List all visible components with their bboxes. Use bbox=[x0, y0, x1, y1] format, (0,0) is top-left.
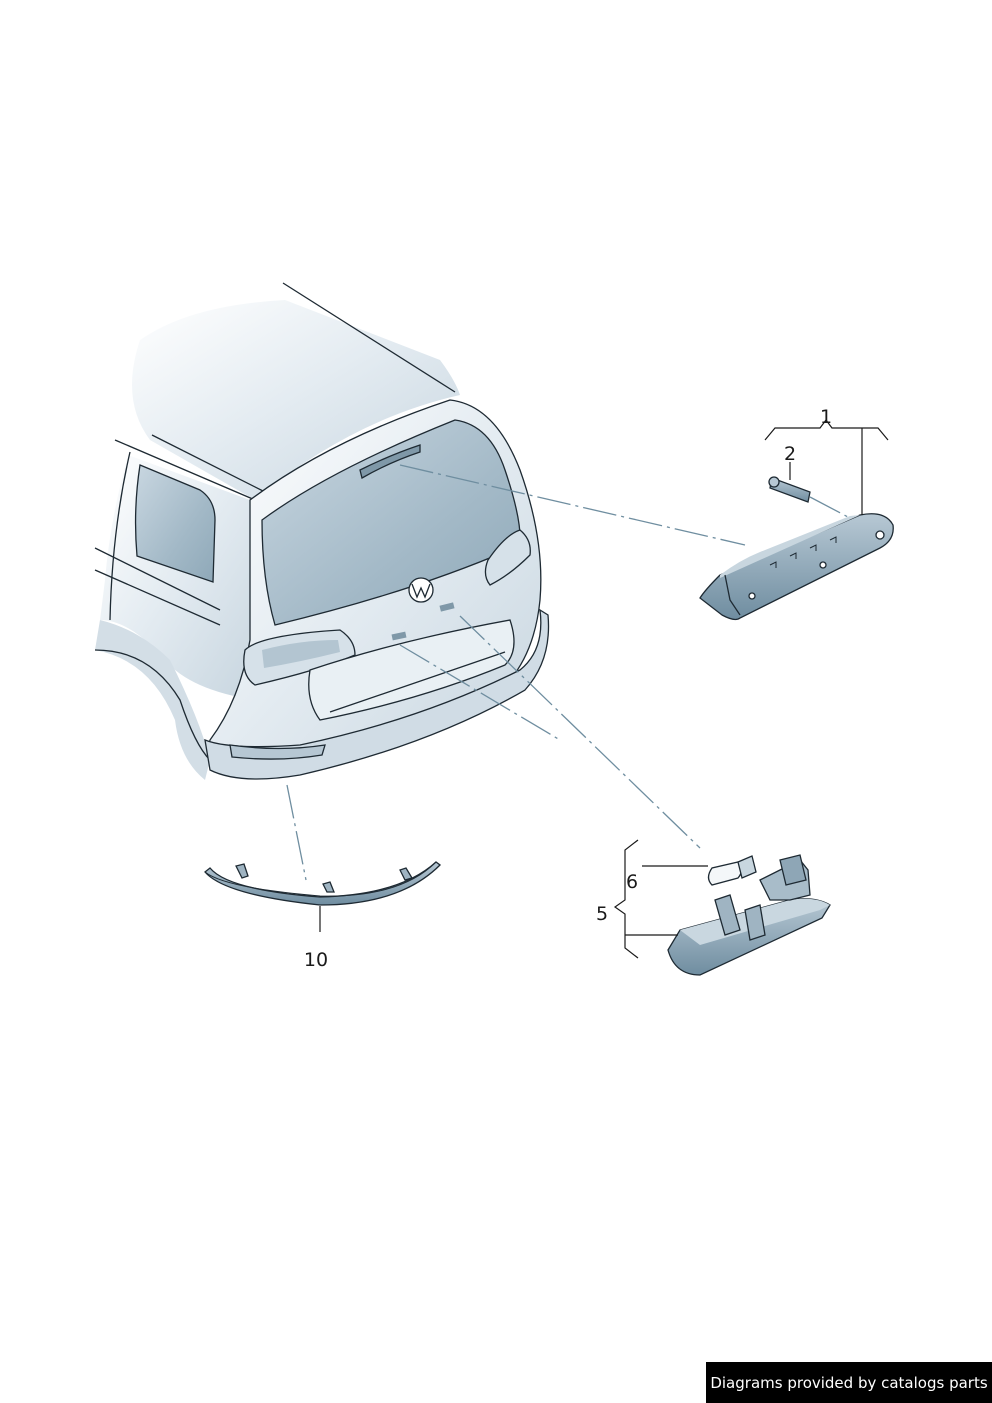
callout-5-bracket bbox=[613, 839, 639, 959]
callout-6: 6 bbox=[626, 871, 638, 893]
bulb-part bbox=[707, 855, 757, 886]
credit-banner: Diagrams provided by catalogs parts bbox=[706, 1362, 992, 1403]
assembly-line-plate-light-left bbox=[399, 644, 561, 741]
callout-10: 10 bbox=[304, 949, 328, 971]
high-level-brake-light-part bbox=[699, 513, 894, 621]
assembly-line-plate-light-right bbox=[459, 615, 701, 849]
assembly-line-brake-light bbox=[399, 464, 746, 546]
callout-2: 2 bbox=[784, 443, 796, 465]
brand-emblem bbox=[408, 577, 434, 603]
assembly-line-reflector-strip bbox=[286, 784, 307, 881]
callout-1-bracket bbox=[764, 419, 889, 441]
callout-1: 1 bbox=[820, 406, 832, 428]
vehicle-rear-illustration bbox=[94, 282, 550, 780]
reflector-strip-part bbox=[204, 861, 441, 906]
callout-5: 5 bbox=[596, 903, 608, 925]
bulb-holder-part bbox=[768, 476, 849, 518]
license-plate-light-part bbox=[667, 854, 831, 976]
